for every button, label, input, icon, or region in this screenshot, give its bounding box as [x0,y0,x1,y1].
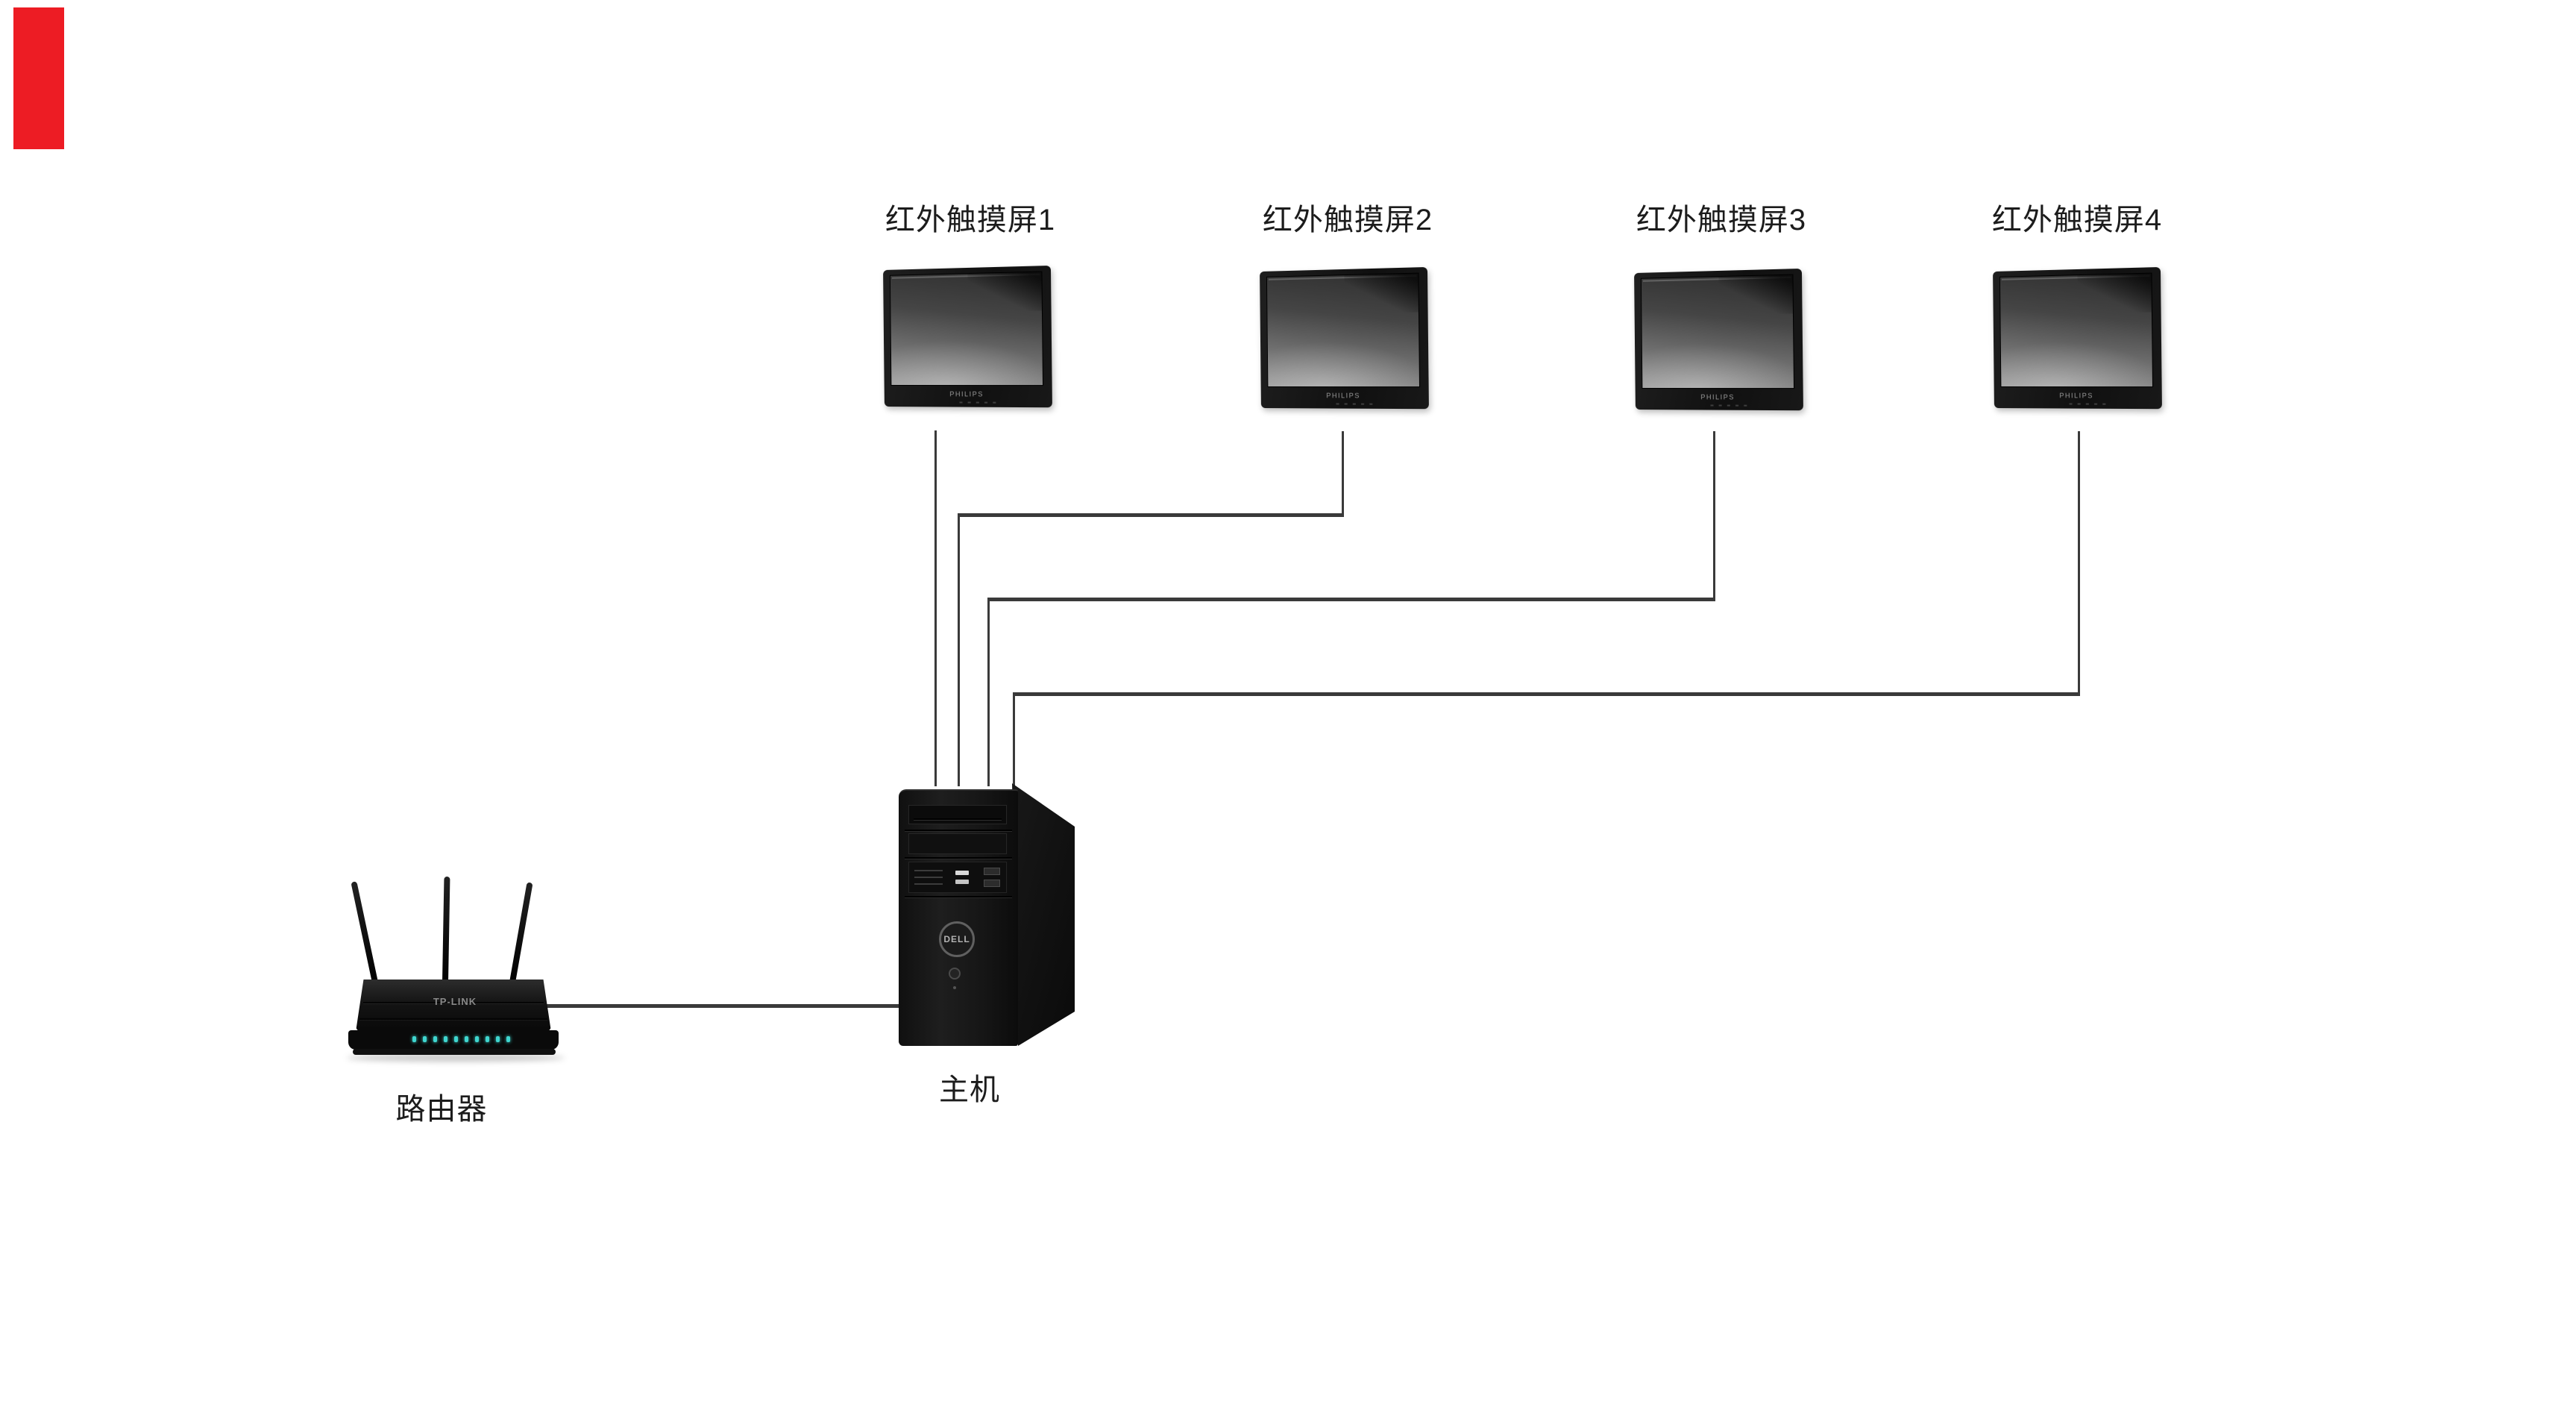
audio-port [984,880,1000,887]
monitor4-label: 红外触摸屏4 [1991,204,2163,236]
tplink-logo-text: TP-LINK [433,996,477,1007]
dell-logo: DELL [939,921,975,957]
monitor1-label: 红外触摸屏1 [885,204,1056,236]
host-label: 主机 [939,1074,1000,1106]
monitor-2: PHILIPS [1260,266,1429,410]
cable-monitor3-horizontal [987,598,1715,601]
monitor-4-screen [1999,272,2154,388]
router-led-strip [412,1036,510,1042]
monitor-3-screen [1640,274,1795,389]
cable-monitor4-horizontal [1013,692,2080,696]
red-annotation-mark [13,7,64,149]
router-antenna-right [509,882,533,983]
cable-monitor3-drop [1713,431,1715,601]
monitor-1-bezel: PHILIPS [883,265,1052,408]
monitor-3-brand: PHILIPS [1700,393,1735,401]
monitor-3-bezel: PHILIPS [1634,268,1803,411]
router-antenna-left [351,881,378,983]
monitor-2-screen [1266,272,1421,388]
usb-port [955,880,969,884]
blank-drive-bay [908,833,1007,854]
monitor-4-brand: PHILIPS [2059,392,2093,400]
cable-monitor3-vertical [987,599,990,786]
cable-router-host [541,1004,902,1008]
monitor-3-buttons [1710,404,1747,407]
monitor-1-buttons [959,401,996,404]
audio-port [984,868,1000,875]
cable-monitor4-vertical [1013,694,1015,786]
cable-monitor4-drop [2078,431,2080,695]
monitor3-label: 红外触摸屏3 [1636,204,1807,236]
dell-logo-text: DELL [943,934,970,944]
monitor-2-brand: PHILIPS [1326,392,1360,400]
router-front-edge [348,1030,559,1050]
router-antenna-middle [442,876,450,983]
host-side-panel [1012,783,1075,1046]
monitor-1-brand: PHILIPS [949,390,984,398]
cable-monitor1-vertical [934,430,937,786]
optical-drive-bay [908,805,1007,824]
host-computer: DELL [899,782,1078,1050]
cable-monitor2-vertical [958,515,960,786]
monitor-1-screen [889,271,1044,386]
monitor-1: PHILIPS [883,265,1052,408]
monitor-2-bezel: PHILIPS [1260,266,1429,410]
monitor2-label: 红外触摸屏2 [1262,204,1433,236]
router-shadow [347,1054,565,1062]
cable-monitor2-drop [1342,431,1344,516]
monitor-3: PHILIPS [1634,268,1803,411]
monitor-4-bezel: PHILIPS [1993,266,2162,410]
monitor-4-buttons [2069,403,2106,405]
media-card-panel [908,862,1007,893]
router-label: 路由器 [395,1093,488,1126]
router: TP-LINK [339,876,571,1063]
usb-port [955,871,969,875]
power-led [953,986,956,989]
host-front-panel: DELL [899,789,1018,1046]
router-base [353,1049,556,1055]
cable-monitor2-horizontal [958,513,1344,517]
power-button [949,968,961,980]
monitor-2-buttons [1336,403,1373,405]
monitor-4: PHILIPS [1993,266,2162,410]
router-body [356,980,551,1032]
